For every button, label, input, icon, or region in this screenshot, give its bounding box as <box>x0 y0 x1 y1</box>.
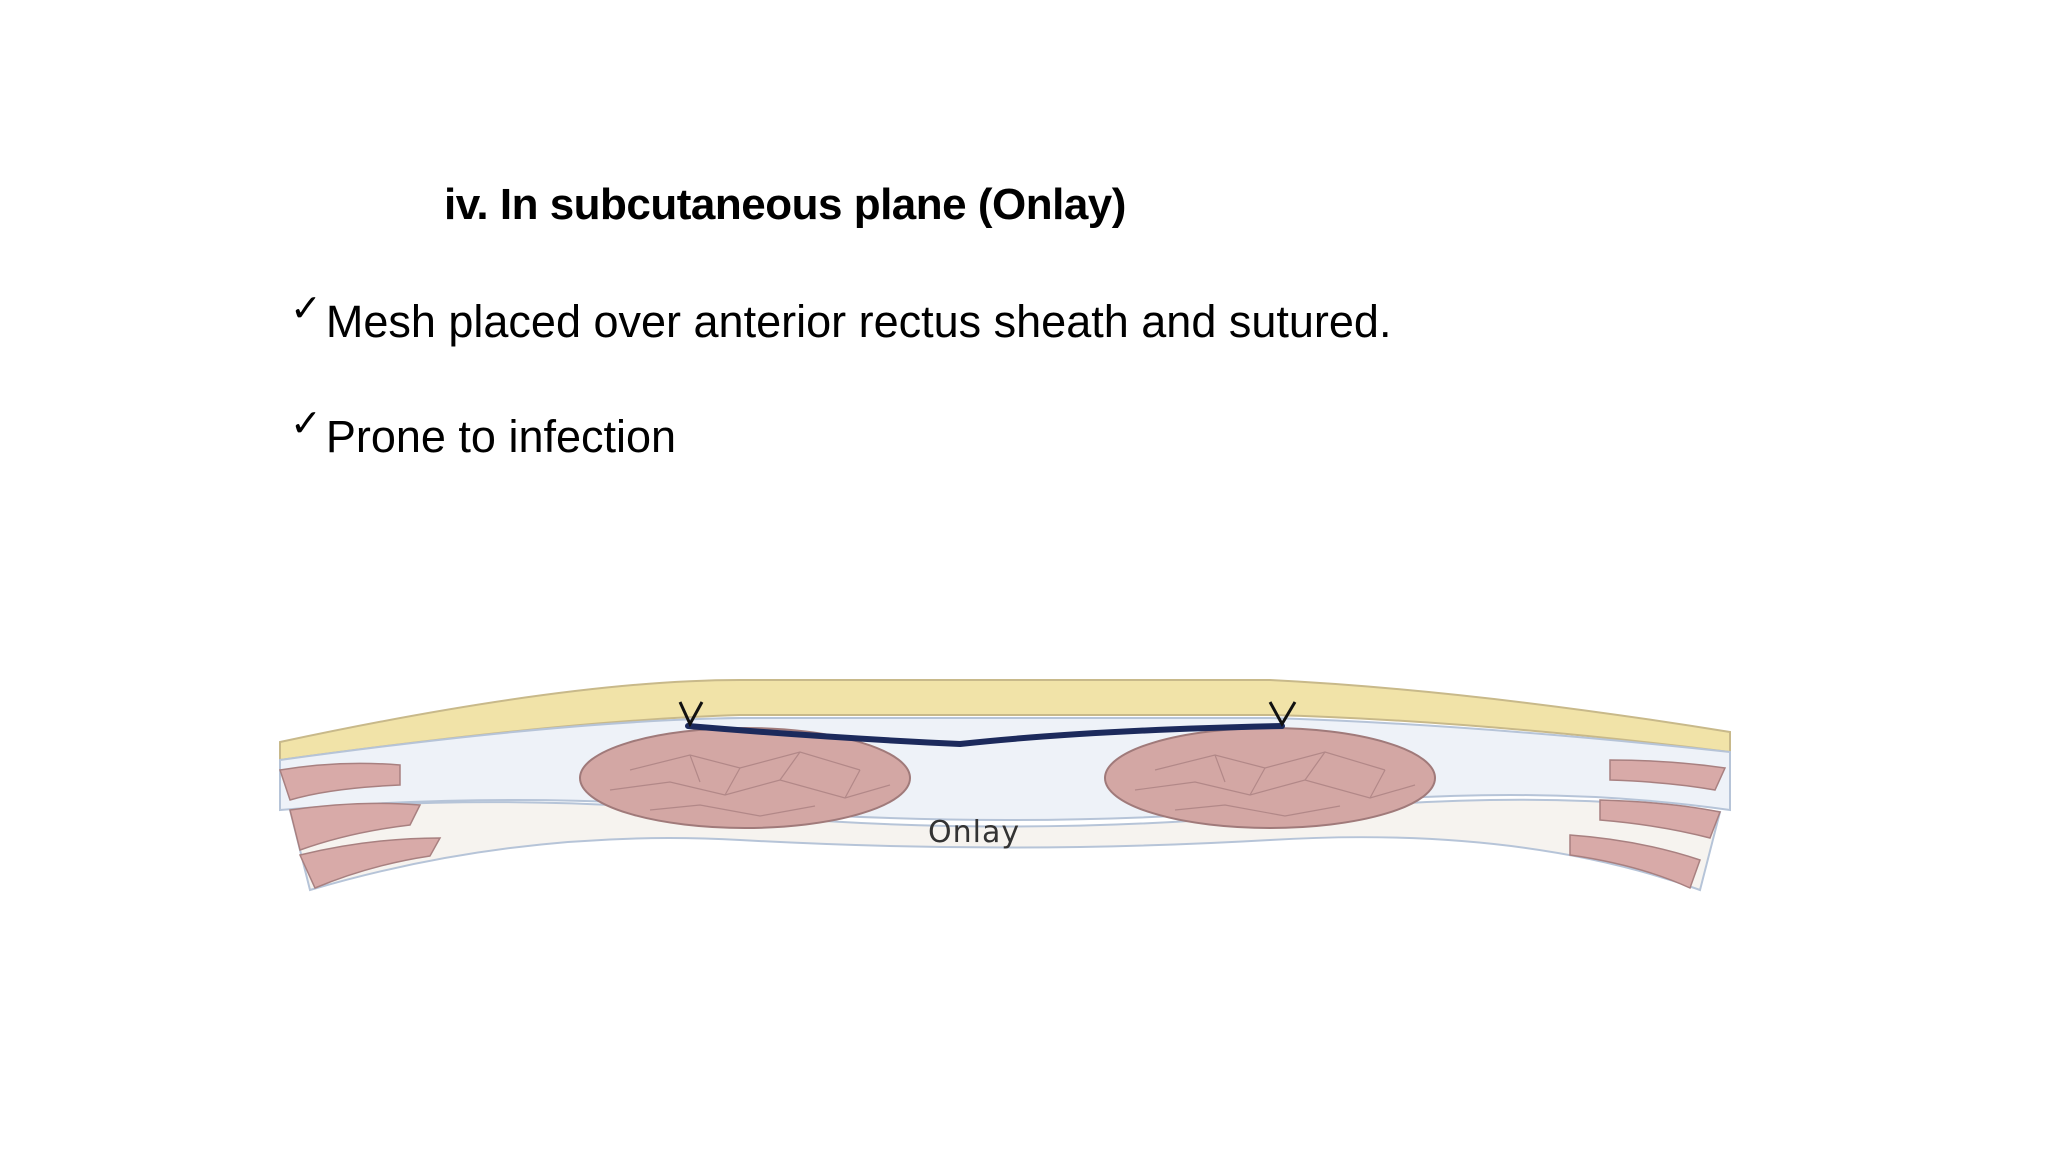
lateral-muscle-left <box>298 837 442 889</box>
figure-label: Onlay <box>928 815 1021 850</box>
slide-title: iv. In subcutaneous plane (Onlay) <box>444 180 1126 229</box>
lateral-muscle-left <box>279 762 401 801</box>
check-icon: ✓ <box>290 286 322 330</box>
bullet-item: ✓ Prone to infection <box>290 401 677 463</box>
check-icon: ✓ <box>290 401 322 445</box>
bullet-text: Prone to infection <box>325 411 677 462</box>
lateral-muscle-right <box>1569 834 1701 890</box>
mesh-line <box>685 723 1285 748</box>
onlay-mesh-diagram <box>279 679 1731 892</box>
lateral-muscle-left <box>289 802 422 851</box>
lateral-muscle-right <box>1599 799 1722 839</box>
suture-left <box>678 701 704 728</box>
bullet-item: ✓ Mesh placed over anterior rectus sheat… <box>290 286 1392 348</box>
lateral-muscle-right <box>1609 759 1727 791</box>
bullet-text: Mesh placed over anterior rectus sheath … <box>325 296 1392 347</box>
suture-right <box>1268 701 1297 728</box>
